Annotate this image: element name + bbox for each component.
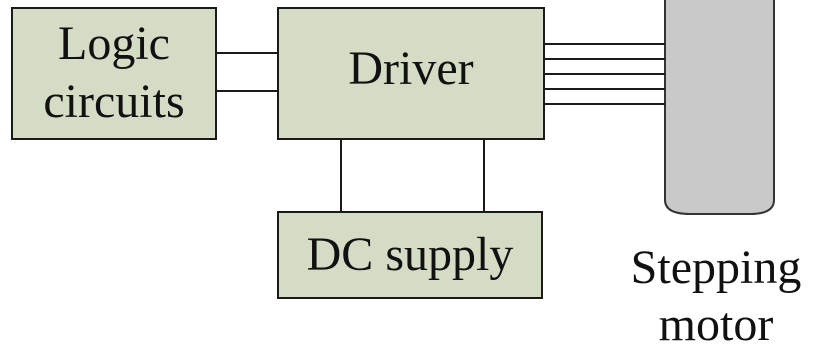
driver-label: Driver xyxy=(348,42,473,95)
stepping-motor-label-line2: motor xyxy=(659,298,774,348)
stepping-motor-body xyxy=(664,0,775,215)
driver-block xyxy=(277,7,545,140)
dc-supply-block xyxy=(277,211,543,299)
logic-circuits-label-line2: circuits xyxy=(43,75,184,128)
dc-supply-label: DC supply xyxy=(307,228,514,281)
logic-circuits-label-line1: Logic xyxy=(58,17,170,70)
logic-circuits-block xyxy=(11,7,217,140)
stepping-motor-label-line1: Stepping xyxy=(631,241,802,294)
